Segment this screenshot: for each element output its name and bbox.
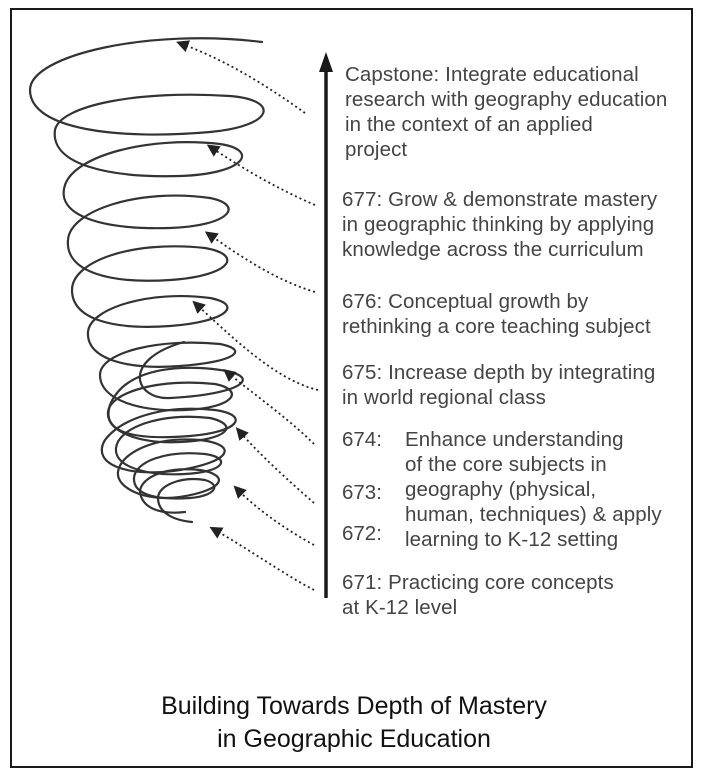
dotted-arrow-674 <box>223 369 315 445</box>
stage-673-number: 673: <box>342 481 382 504</box>
dotted-arrow-capstone <box>176 40 306 114</box>
diagram-title-line-1: Building Towards Depth of Mastery <box>161 692 547 720</box>
spiral-upper <box>28 37 265 368</box>
diagram-title-line-2: in Geographic Education <box>217 725 491 753</box>
stage-677-label: 677: Grow & demonstrate mastery in geogr… <box>342 188 658 261</box>
dotted-arrow-671 <box>209 526 315 591</box>
stage-674-number: 674: <box>342 428 382 451</box>
progress-arrowhead <box>319 52 333 72</box>
stage-capstone-label: Capstone: Integrate educational research… <box>345 63 668 161</box>
stage-672-number: 672: <box>342 522 382 545</box>
dotted-arrow-672 <box>233 485 315 546</box>
dotted-arrow-676 <box>204 231 316 293</box>
dotted-arrow-677 <box>206 144 316 206</box>
stage-675-label: 675: Increase depth by integrating in wo… <box>342 361 656 409</box>
stage-671-label: 671: Practicing core concepts at K-12 le… <box>342 571 614 619</box>
stage-676-label: 676: Conceptual growth by rethinking a c… <box>342 290 651 338</box>
stage-674-672-label: Enhance understanding of the core subjec… <box>405 428 662 551</box>
spiral-lower <box>98 341 233 524</box>
dotted-arrow-673 <box>235 427 315 504</box>
dotted-arrow-675 <box>192 300 319 391</box>
